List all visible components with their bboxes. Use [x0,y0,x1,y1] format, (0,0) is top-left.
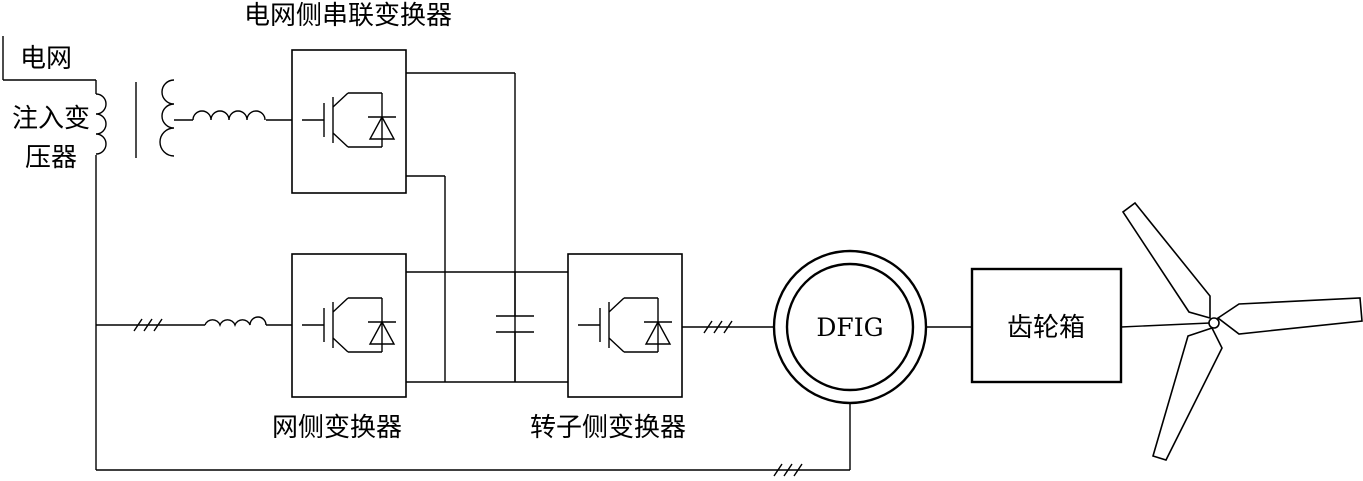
three-phase-mark-rotor [703,320,733,334]
dfig-rotor-ring [785,262,915,392]
turbine-blade-right [1216,297,1363,335]
igbt-diode-icon [302,297,396,353]
grid-side-converter-box [291,253,407,398]
inject-transformer-label-line2: 压器 [25,143,77,173]
wind-turbine-icon [1121,201,1363,461]
transformer-primary-coil [95,93,107,155]
rotor-side-converter [567,253,683,398]
shaft-gearbox-rotor [1120,322,1211,328]
turbine-hub [1208,317,1220,329]
grid-label: 电网 [20,44,72,74]
series-inductor [192,110,266,121]
turbine-blade-lower [1152,327,1223,461]
grid-side-converter [291,253,407,398]
gearbox-label: 齿轮箱 [1007,313,1085,343]
inject-transformer-label-line1: 注入变 [12,104,90,134]
igbt-diode-icon [302,92,396,148]
dfig-generator [772,249,928,405]
grid-inductor [204,316,267,328]
transformer-secondary-coil [159,79,175,157]
igbt-diode-icon [578,297,672,353]
series-converter [291,49,407,194]
three-phase-mark-grid [133,318,163,332]
three-phase-mark-stator [773,463,803,477]
series-converter-box [291,49,407,194]
turbine-blade-upper [1121,201,1211,320]
injection-transformer [95,79,175,158]
three-phase-marks [133,318,803,477]
rotor-side-converter-label: 转子侧变换器 [530,413,686,443]
dfig-label: DFIG [816,313,883,342]
grid-side-converter-label: 网侧变换器 [272,413,402,443]
gearbox-box [970,267,1123,384]
series-converter-label: 电网侧串联变换器 [244,1,452,31]
wiring [2,36,1211,471]
